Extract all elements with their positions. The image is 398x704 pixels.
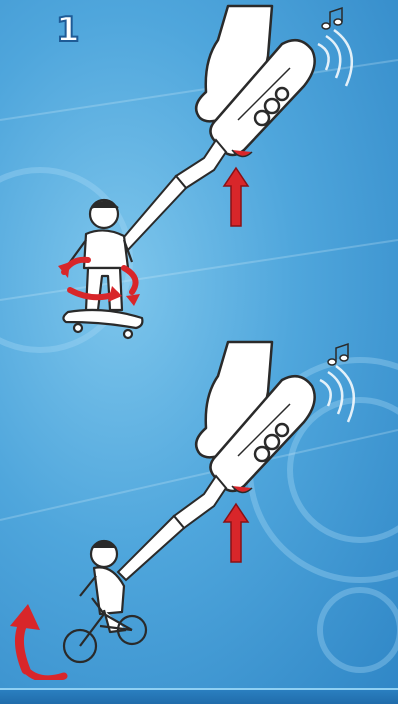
sound-waves-icon xyxy=(320,366,354,422)
sound-waves-icon xyxy=(318,30,352,86)
up-arrow-icon xyxy=(224,504,248,562)
bottom-strip xyxy=(0,688,398,704)
skateboard-scene xyxy=(0,0,398,340)
antenna-rod xyxy=(118,140,226,252)
antenna-rod xyxy=(118,476,226,580)
curved-arrow-icon xyxy=(10,604,64,679)
music-notes-icon xyxy=(328,344,348,365)
music-notes-icon xyxy=(322,8,342,29)
up-arrow-icon xyxy=(224,168,248,226)
bike-scene xyxy=(0,340,398,680)
